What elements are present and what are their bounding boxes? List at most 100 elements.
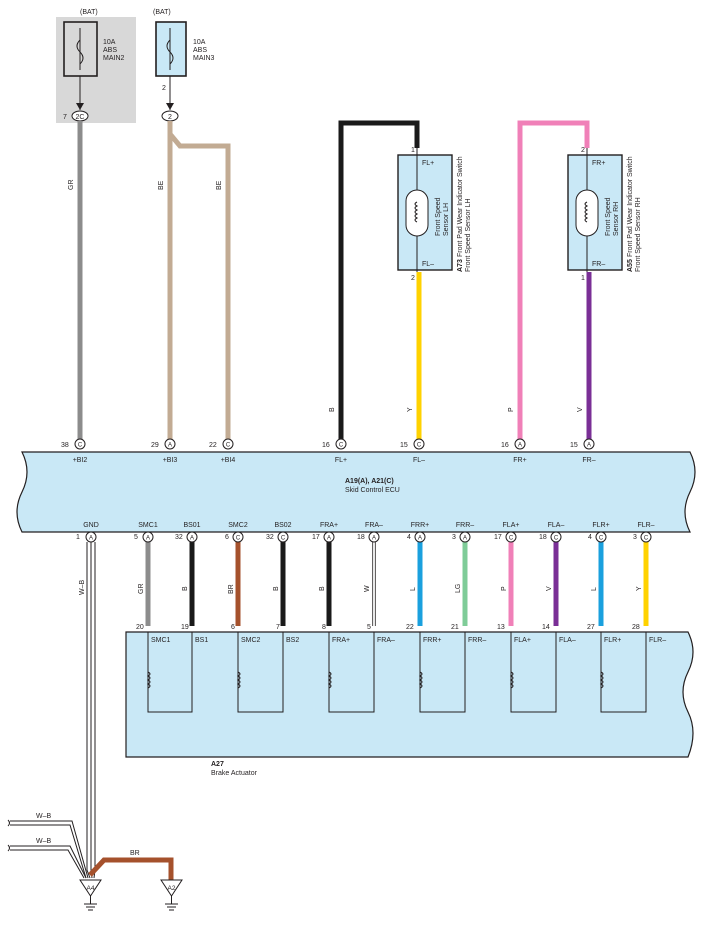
wire-gnd — [86, 542, 96, 879]
wire-code: W–B — [36, 838, 52, 845]
coil-icon — [599, 632, 647, 713]
sensor-name: Front Speed Sensor RH — [635, 197, 642, 272]
svg-text:A: A — [190, 536, 194, 542]
fuse-conn: 2C — [76, 114, 85, 121]
svg-text:19: 19 — [181, 624, 189, 631]
svg-text:SMC2: SMC2 — [228, 522, 248, 529]
svg-text:22: 22 — [406, 624, 414, 631]
svg-text:38: 38 — [61, 442, 69, 449]
wire-code: B — [273, 586, 280, 591]
ground-icon — [79, 879, 102, 897]
svg-text:29: 29 — [151, 442, 159, 449]
sensor-name: Front Pad Wear Indicator Switch — [457, 156, 464, 257]
sensor-name: Front Pad Wear Indicator Switch — [627, 156, 634, 257]
svg-text:FRR–: FRR– — [468, 637, 486, 644]
wire-b — [338, 120, 420, 440]
connector-icon — [277, 531, 289, 543]
sensor-id: A55 — [627, 259, 634, 272]
coil-icon — [405, 189, 429, 237]
fuse-line1: ABS — [103, 47, 117, 54]
svg-text:21: 21 — [451, 624, 459, 631]
ecu-pin: FRR–3 A — [452, 522, 474, 543]
ground-a2: A2 — [160, 879, 183, 911]
pin-label: FL– — [422, 261, 434, 268]
connector-icon — [323, 531, 335, 543]
svg-text:SMC1: SMC1 — [151, 637, 171, 644]
svg-text:C: C — [226, 443, 231, 449]
svg-text:A: A — [146, 536, 150, 542]
fuse-icon — [166, 39, 174, 65]
svg-text:A: A — [372, 536, 376, 542]
solenoid-coils — [146, 632, 647, 713]
ecu-title: A19(A), A21(C) — [345, 478, 394, 485]
wire-code: P — [501, 586, 508, 591]
svg-text:FLR+: FLR+ — [592, 522, 609, 529]
sensor-inner: Front Speed — [605, 197, 612, 236]
arrow-icon — [166, 103, 174, 110]
coil-icon — [327, 632, 375, 713]
actuator-pins: 20 19 6 7 8 5 22 21 13 14 27 28 SMC1 BS1… — [136, 624, 666, 644]
coil-icon — [236, 632, 284, 713]
sensor-inner: Sensor LH — [443, 203, 450, 236]
ground-a4: A4 — [79, 879, 102, 911]
svg-text:FRR–: FRR– — [456, 522, 474, 529]
fuse-shade — [56, 17, 136, 123]
connector-icon — [414, 531, 426, 543]
connector-icon — [505, 531, 517, 543]
sensor-inner: Sensor RH — [613, 202, 620, 236]
wire-code: L — [410, 587, 417, 591]
svg-text:3: 3 — [452, 534, 456, 541]
wire-br — [88, 857, 174, 880]
ecu-pin: 22 C +BI4 — [209, 438, 235, 464]
svg-text:FLA+: FLA+ — [503, 522, 520, 529]
wire-code: BR — [228, 584, 235, 594]
svg-text:A: A — [327, 536, 331, 542]
connector-icon — [583, 438, 595, 450]
svg-text:C: C — [554, 536, 559, 542]
ecu-box — [16, 451, 696, 533]
svg-text:16: 16 — [322, 442, 330, 449]
svg-text:FR+: FR+ — [513, 457, 526, 464]
wire-code: GR — [68, 180, 75, 191]
svg-text:15: 15 — [400, 442, 408, 449]
wire-be-branch — [168, 132, 231, 440]
connector-icon — [186, 531, 198, 543]
svg-text:5: 5 — [134, 534, 138, 541]
wire-code: W — [364, 585, 371, 592]
svg-text:20: 20 — [136, 624, 144, 631]
ground-section: W–B W–B BR A4 A2 — [7, 813, 183, 911]
svg-text:BS02: BS02 — [274, 522, 291, 529]
svg-text:3: 3 — [633, 534, 637, 541]
coil-icon — [575, 189, 599, 237]
svg-text:FLA+: FLA+ — [514, 637, 531, 644]
connector-icon — [368, 531, 380, 543]
coil-icon — [146, 632, 193, 713]
fuse-rating: 10A — [103, 39, 116, 46]
svg-text:6: 6 — [225, 534, 229, 541]
fuse-line2: MAIN2 — [103, 55, 125, 62]
w-b-wires — [7, 819, 89, 879]
wire-code: P — [508, 407, 515, 412]
svg-text:A: A — [587, 443, 591, 449]
svg-text:FRR+: FRR+ — [411, 522, 429, 529]
fuse-conn: 2 — [168, 114, 172, 121]
actuator-id: A27 — [211, 761, 224, 768]
svg-text:C: C — [417, 443, 422, 449]
svg-text:18: 18 — [357, 534, 365, 541]
svg-text:28: 28 — [632, 624, 640, 631]
svg-text:A: A — [463, 536, 467, 542]
svg-text:22: 22 — [209, 442, 217, 449]
sensor-inner: Front Speed — [435, 197, 442, 236]
svg-text:FRA–: FRA– — [377, 637, 395, 644]
svg-text:5: 5 — [367, 624, 371, 631]
wire-code: B — [329, 407, 336, 412]
svg-text:FR–: FR– — [582, 457, 595, 464]
fuse-bat-label: (BAT) — [80, 9, 98, 16]
svg-text:A4: A4 — [87, 885, 95, 892]
svg-text:A: A — [89, 536, 93, 542]
fuse-rating: 10A — [193, 39, 206, 46]
